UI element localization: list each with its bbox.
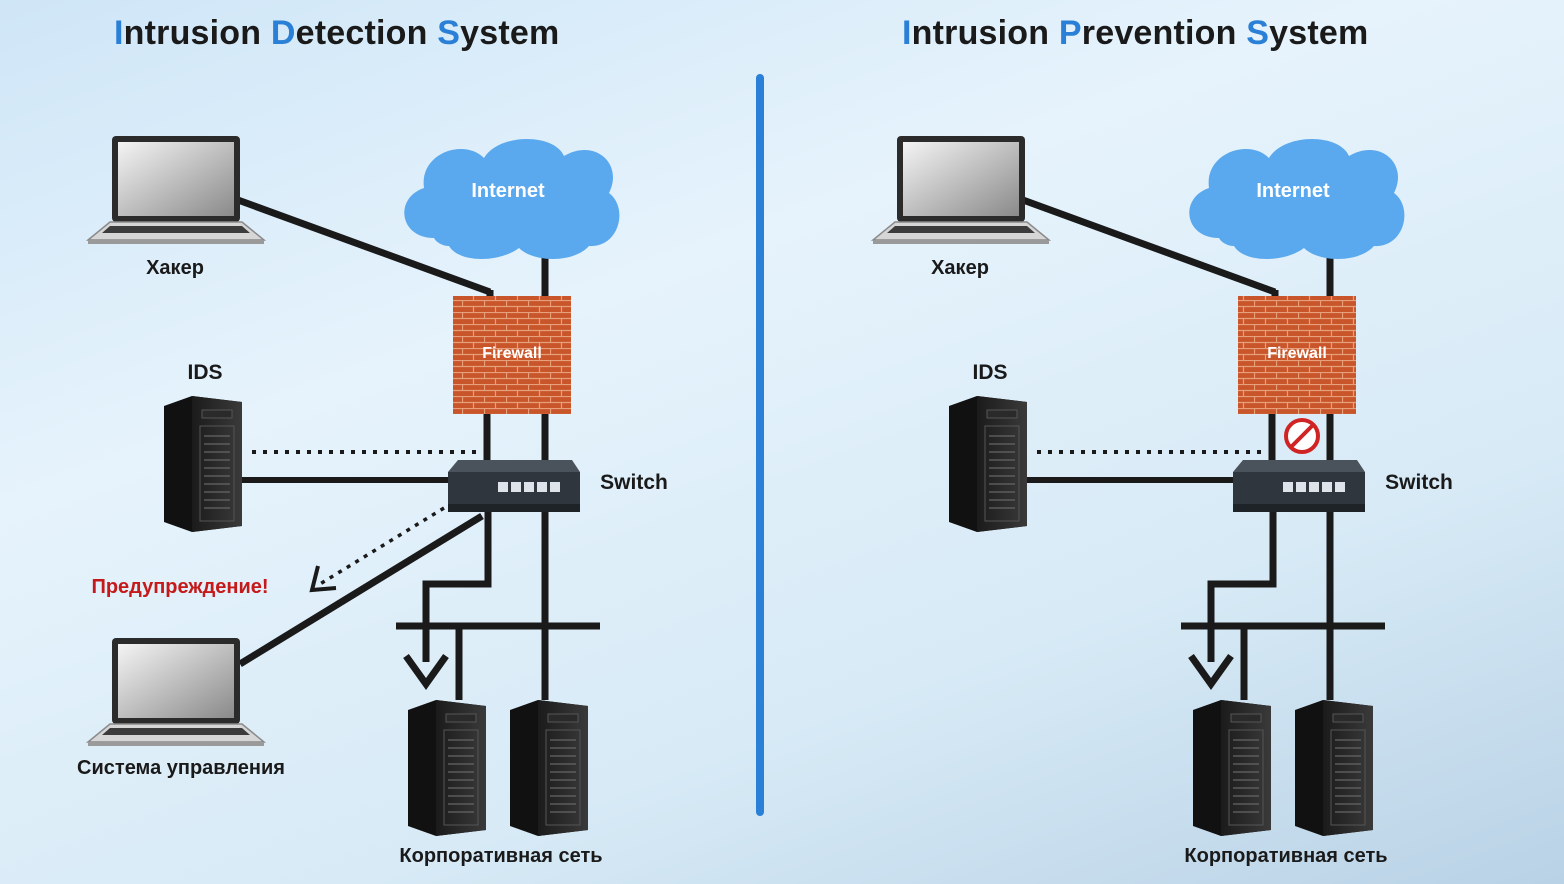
corporate-network-label: Корпоративная сеть [399, 845, 603, 867]
ids-title: Intrusion Detection System [114, 14, 560, 52]
internet-label: Internet [1256, 180, 1330, 202]
corporate-server-1-icon [1192, 699, 1272, 837]
switch-icon [448, 460, 580, 512]
ids-server-icon [163, 395, 243, 533]
firewall-label: Firewall [482, 345, 542, 362]
corporate-server-1-icon [407, 699, 487, 837]
hacker-laptop-icon [87, 135, 265, 245]
alert-arrow-line [319, 506, 445, 586]
ids-panel [87, 135, 620, 837]
ips-panel [872, 135, 1405, 837]
switch-to-management-link [238, 513, 484, 667]
internet-label: Internet [471, 180, 545, 202]
corporate-server-2-icon [509, 699, 589, 837]
corporate-server-2-icon [1294, 699, 1374, 837]
ips-title: Intrusion Prevention System [902, 14, 1369, 52]
firewall-label: Firewall [1267, 345, 1327, 362]
alert-arrow-head [309, 565, 337, 593]
hacker-label: Хакер [931, 257, 989, 279]
block-icon [1284, 418, 1320, 454]
hacker-to-firewall-link [236, 196, 492, 296]
warning-label: Предупреждение! [91, 576, 269, 598]
hacker-label: Хакер [146, 257, 204, 279]
ids-server-icon [948, 395, 1028, 533]
panel-divider [756, 74, 764, 816]
hacker-laptop-icon [872, 135, 1050, 245]
management-laptop-icon [87, 637, 265, 747]
ids-label: IDS [187, 361, 223, 384]
management-label: Система управления [77, 757, 285, 779]
switch-label: Switch [1385, 471, 1453, 494]
corporate-network-label: Корпоративная сеть [1184, 845, 1388, 867]
firewall-icon [453, 296, 571, 414]
firewall-icon [1238, 296, 1356, 414]
switch-label: Switch [600, 471, 668, 494]
hacker-to-firewall-link [1021, 196, 1277, 296]
ids-label: IDS [972, 361, 1008, 384]
switch-icon [1233, 460, 1365, 512]
